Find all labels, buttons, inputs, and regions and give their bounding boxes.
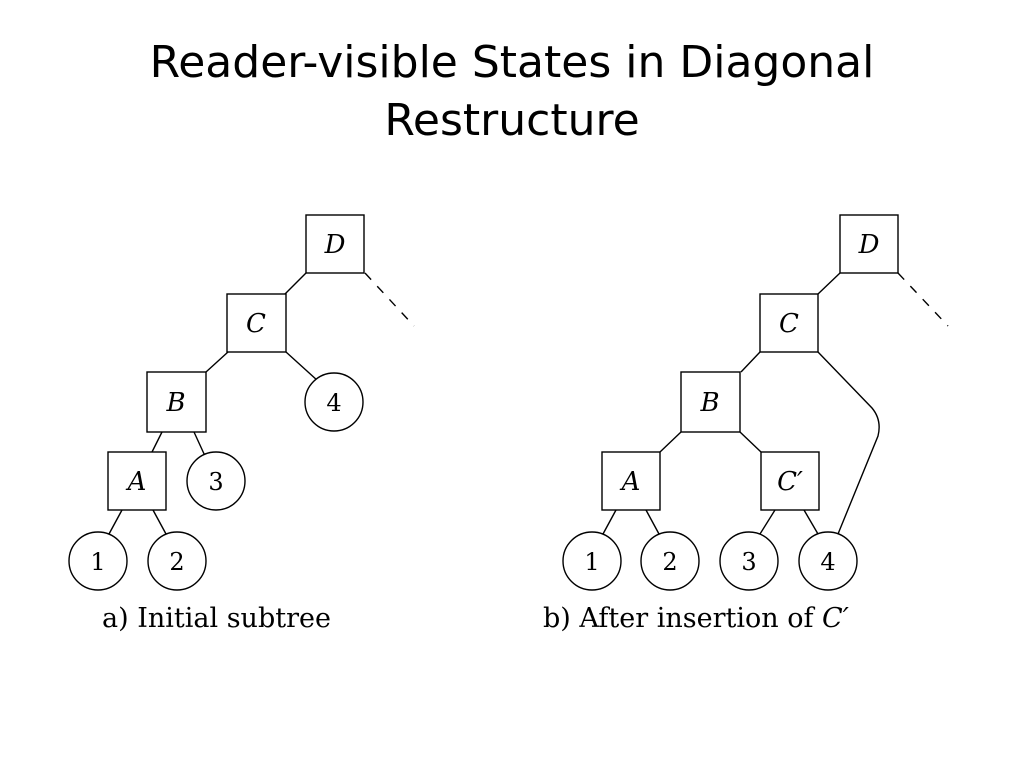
edge-b-D-dashed <box>897 272 949 327</box>
leaf-a-2 <box>147 531 207 591</box>
caption-b: b) After insertion of C′ <box>543 603 849 634</box>
edge-b-C-B <box>740 351 761 373</box>
node-b-B-label: B <box>699 388 719 418</box>
edge-b-C-4-curve <box>817 351 880 535</box>
panel-a-labels: D C B A 4 3 1 2 <box>90 230 345 576</box>
slide-title: Reader-visible States in Diagonal Restru… <box>0 34 1024 150</box>
node-a-D-label: D <box>324 230 346 260</box>
leaf-a-2-label: 2 <box>169 548 184 576</box>
leaf-b-4 <box>798 531 858 591</box>
node-b-D-label: D <box>858 230 880 260</box>
edge-b-Cp-4 <box>803 509 819 535</box>
node-a-C <box>226 293 287 353</box>
edge-a-D-dashed <box>364 272 415 327</box>
slide-title-line-1: Reader-visible States in Diagonal <box>149 37 875 88</box>
node-a-A-label: A <box>126 467 147 497</box>
edge-b-A-2 <box>645 509 660 535</box>
node-a-B-label: B <box>165 388 185 418</box>
node-b-A <box>601 451 661 511</box>
leaf-b-2 <box>640 531 700 591</box>
edge-a-B-3 <box>193 431 206 457</box>
caption-b-prefix: b) After insertion of <box>543 603 822 634</box>
leaf-a-4-label: 4 <box>326 389 341 417</box>
caption-a: a) Initial subtree <box>102 603 331 634</box>
node-b-D <box>839 214 899 274</box>
edge-a-A-1 <box>108 509 123 535</box>
node-b-Cprime <box>760 451 820 511</box>
leaf-a-3-label: 3 <box>208 468 223 496</box>
edge-b-A-1 <box>602 509 617 535</box>
leaf-a-1-label: 1 <box>90 548 105 576</box>
edge-b-B-A <box>659 431 682 453</box>
node-b-C <box>759 293 819 353</box>
node-a-A <box>107 451 167 511</box>
leaf-a-3 <box>186 451 246 511</box>
node-b-A-label: A <box>620 467 641 497</box>
leaf-b-3 <box>719 531 779 591</box>
panel-b-after-insertion <box>562 214 949 591</box>
leaf-b-1-label: 1 <box>584 548 599 576</box>
panel-a-initial-subtree <box>68 214 415 591</box>
edge-b-B-Cp <box>739 431 762 453</box>
node-a-C-label: C <box>246 309 266 339</box>
caption-b-node: C′ <box>822 603 849 634</box>
leaf-b-3-label: 3 <box>741 548 756 576</box>
leaf-a-4 <box>304 372 364 432</box>
edge-b-D-C <box>817 272 841 295</box>
node-b-Cprime-label: C′ <box>777 467 803 497</box>
leaf-b-4-label: 4 <box>820 548 835 576</box>
node-a-B <box>146 371 207 433</box>
edge-a-A-2 <box>152 509 167 535</box>
edge-a-D-C <box>284 272 307 295</box>
node-b-B <box>680 371 741 433</box>
leaf-b-1 <box>562 531 622 591</box>
leaf-a-1 <box>68 531 128 591</box>
edge-a-B-A <box>151 431 163 453</box>
node-b-C-label: C <box>779 309 799 339</box>
leaf-b-2-label: 2 <box>662 548 677 576</box>
edge-b-Cp-3 <box>759 509 776 535</box>
node-a-D <box>305 214 365 274</box>
edge-a-C-4 <box>285 351 319 382</box>
edge-a-C-B <box>205 351 229 373</box>
panel-b-labels: D C B A C′ 1 2 3 4 <box>584 230 879 576</box>
slide-title-line-2: Restructure <box>384 95 640 146</box>
